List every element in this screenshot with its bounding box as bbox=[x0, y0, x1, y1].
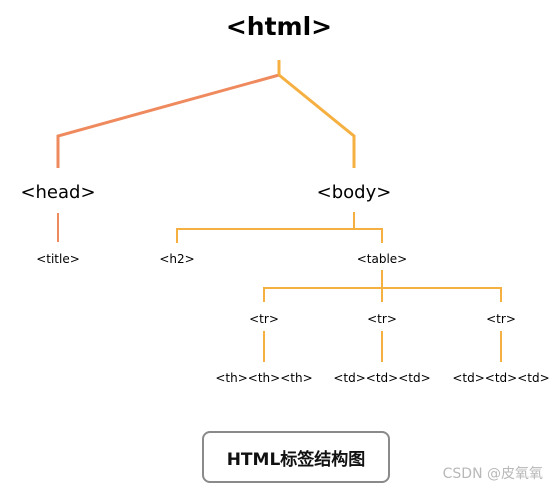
diagram-caption: HTML标签结构图 bbox=[202, 431, 390, 483]
edge-html-head bbox=[56, 73, 280, 168]
node-tr-3: <tr> bbox=[486, 312, 516, 326]
node-td-row-2: <td><td><td> bbox=[452, 371, 549, 385]
watermark: CSDN @皮氧氧 bbox=[442, 466, 543, 482]
node-h2: <h2> bbox=[159, 252, 194, 266]
node-html: <html> bbox=[226, 12, 332, 41]
caption-text: HTML标签结构图 bbox=[226, 449, 366, 470]
edge-body-children bbox=[176, 228, 383, 243]
node-tr-1: <tr> bbox=[249, 312, 279, 326]
edge-html-body bbox=[278, 73, 356, 168]
node-title: <title> bbox=[36, 252, 80, 266]
node-td-row-1: <td><td><td> bbox=[333, 371, 430, 385]
node-head: <head> bbox=[20, 182, 95, 203]
node-table: <table> bbox=[357, 252, 408, 266]
node-th-row: <th><th><th> bbox=[215, 371, 312, 385]
node-tr-2: <tr> bbox=[367, 312, 397, 326]
node-body: <body> bbox=[317, 182, 392, 203]
